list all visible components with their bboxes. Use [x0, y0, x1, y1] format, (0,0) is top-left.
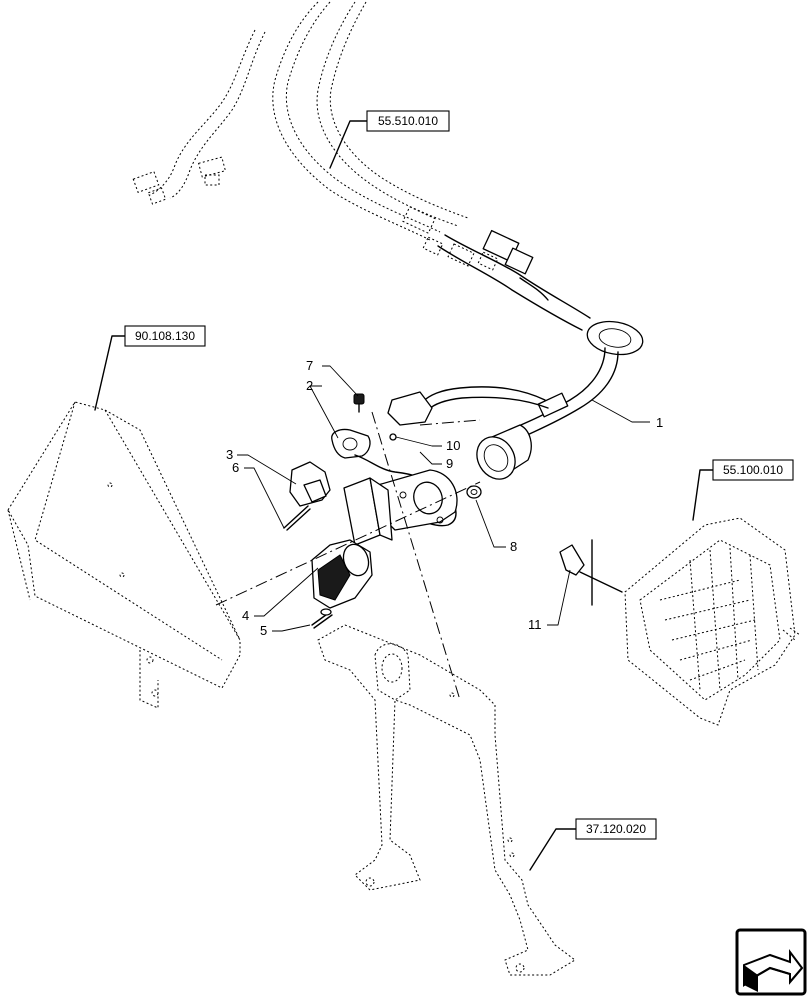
- mounting-bracket: [317, 624, 576, 976]
- callout-10: 10: [446, 438, 460, 453]
- harness-part-1: [387, 229, 644, 480]
- callout-2: 2: [306, 378, 313, 393]
- reference-55-510-010[interactable]: 55.510.010: [366, 110, 450, 132]
- reference-label: 37.120.020: [586, 822, 646, 836]
- leader-lines: [94, 120, 714, 871]
- callout-11: 11: [528, 617, 542, 632]
- assembly-centre-lines: [215, 411, 481, 701]
- callout-7: 7: [306, 358, 313, 373]
- reference-37-120-020[interactable]: 37.120.020: [575, 818, 657, 840]
- callout-1: 1: [656, 415, 663, 430]
- reference-90-108-130[interactable]: 90.108.130: [124, 325, 206, 347]
- callout-6: 6: [232, 460, 239, 475]
- callout-8: 8: [510, 539, 517, 554]
- existing-harness-dashed: [132, 1, 499, 271]
- fuse-box-module: [559, 517, 801, 726]
- callout-numbers: 1 2 3 4 5 6 7 8 9 10 11: [226, 358, 663, 638]
- callout-3: 3: [226, 447, 233, 462]
- reference-label: 90.108.130: [135, 329, 195, 343]
- reflector-assembly: [7, 401, 241, 709]
- next-page-arrow-icon[interactable]: [735, 928, 807, 996]
- reference-label: 55.510.010: [378, 114, 438, 128]
- callout-4: 4: [242, 608, 249, 623]
- reference-label: 55.100.010: [723, 463, 783, 477]
- callout-5: 5: [260, 623, 267, 638]
- callout-9: 9: [446, 456, 453, 471]
- reference-55-100-010[interactable]: 55.100.010: [712, 459, 794, 481]
- socket-parts: [283, 393, 482, 629]
